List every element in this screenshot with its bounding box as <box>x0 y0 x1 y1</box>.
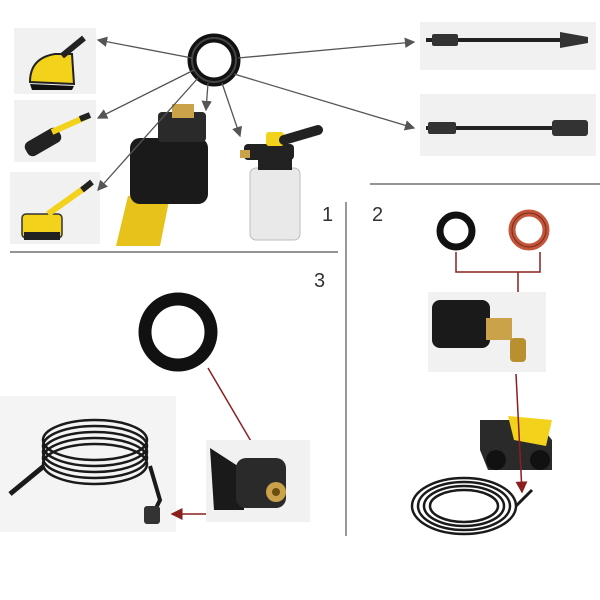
section-2 <box>410 209 552 536</box>
section-3 <box>0 292 310 532</box>
round-wash-brush-icon <box>14 28 96 94</box>
section-number-2: 2 <box>372 204 384 226</box>
hose-connector-icon <box>116 104 208 246</box>
hose-fitting-closeup-icon <box>206 440 310 522</box>
coiled-long-hose-icon <box>0 396 176 532</box>
o-ring-icon <box>187 33 241 87</box>
pressure-washer-icon <box>480 416 552 470</box>
spray-lance-straight-icon <box>420 94 596 156</box>
large-o-ring-icon <box>138 292 218 372</box>
long-wash-brush-icon <box>14 100 96 162</box>
spray-lance-nozzle-icon <box>420 22 596 70</box>
section-1 <box>10 22 596 253</box>
red-o-ring-icon <box>508 209 550 251</box>
section-number-3: 3 <box>314 270 326 292</box>
brass-coupling-icon <box>428 292 546 372</box>
foam-cannon-icon <box>240 125 323 241</box>
black-o-ring-icon <box>436 211 476 251</box>
coiled-hose-icon <box>410 476 534 536</box>
scrub-brush-icon <box>10 172 100 244</box>
section-number-1: 1 <box>322 204 334 226</box>
